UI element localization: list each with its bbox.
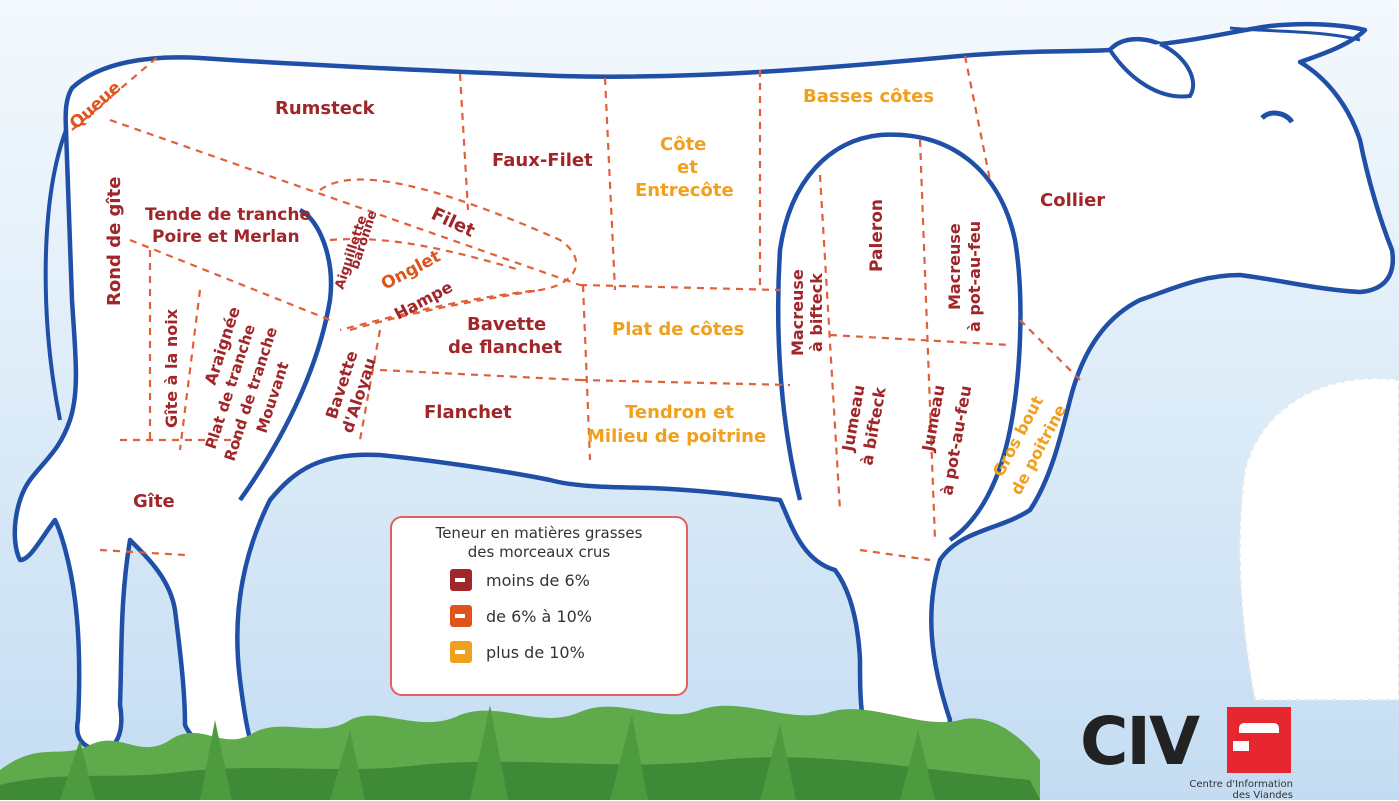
legend-label-low: moins de 6% bbox=[486, 571, 590, 590]
label-gite: Gîte bbox=[133, 491, 175, 512]
legend-swatch-high bbox=[450, 641, 472, 663]
legend-label-high: plus de 10% bbox=[486, 643, 585, 662]
logo-subtitle-line-2: des Viandes bbox=[1138, 790, 1293, 801]
legend-swatch-low bbox=[450, 569, 472, 591]
logo-wordmark: CIV bbox=[1080, 707, 1198, 777]
legend-swatch-mid bbox=[450, 605, 472, 627]
label-rond-de-gite: Rond de gîte bbox=[104, 177, 125, 306]
label-gite-noix: Gîte à la noix bbox=[162, 308, 181, 428]
label-basses-cotes: Basses côtes bbox=[803, 86, 934, 107]
legend-item-mid: de 6% à 10% bbox=[450, 598, 686, 634]
label-tende-1: Tende de tranche bbox=[145, 205, 311, 225]
label-tendron-2: Milieu de poitrine bbox=[587, 426, 766, 447]
label-bavette-flanchet-1: Bavette bbox=[467, 314, 546, 335]
civ-logo: CIV Centre d'Information des Viandes bbox=[1080, 705, 1300, 800]
label-faux-filet: Faux-Filet bbox=[492, 150, 593, 171]
logo-subtitle-line-1: Centre d'Information bbox=[1138, 779, 1293, 790]
logo-subtitle: Centre d'Information des Viandes bbox=[1138, 779, 1293, 801]
label-bavette-flanchet-2: de flanchet bbox=[448, 337, 562, 358]
label-tende-2: Poire et Merlan bbox=[152, 227, 300, 247]
label-cote-3: Entrecôte bbox=[635, 180, 734, 201]
label-macreuse-bifteck-2: à bifteck bbox=[807, 273, 826, 352]
label-cote-2: et bbox=[677, 157, 698, 178]
label-cote-1: Côte bbox=[660, 134, 706, 155]
legend-label-mid: de 6% à 10% bbox=[486, 607, 592, 626]
legend-item-low: moins de 6% bbox=[450, 562, 686, 598]
legend-title: Teneur en matières grasses des morceaux … bbox=[392, 524, 686, 562]
label-macreuse-pot-1: Macreuse bbox=[945, 223, 964, 310]
label-rumsteck: Rumsteck bbox=[275, 98, 376, 119]
legend-item-high: plus de 10% bbox=[450, 634, 686, 670]
logo-mark-icon bbox=[1227, 707, 1291, 773]
label-collier: Collier bbox=[1040, 190, 1105, 211]
label-flanchet: Flanchet bbox=[424, 402, 512, 423]
legend-title-line-2: des morceaux crus bbox=[392, 543, 686, 562]
label-tendron-1: Tendron et bbox=[625, 402, 734, 423]
legend-title-line-1: Teneur en matières grasses bbox=[392, 524, 686, 543]
label-macreuse-pot-2: à pot-au-feu bbox=[965, 221, 984, 332]
label-paleron: Paleron bbox=[867, 199, 887, 272]
label-plat-de-cotes: Plat de côtes bbox=[612, 319, 744, 340]
label-macreuse-bifteck-1: Macreuse bbox=[788, 269, 807, 356]
fat-content-legend: Teneur en matières grasses des morceaux … bbox=[390, 516, 688, 696]
